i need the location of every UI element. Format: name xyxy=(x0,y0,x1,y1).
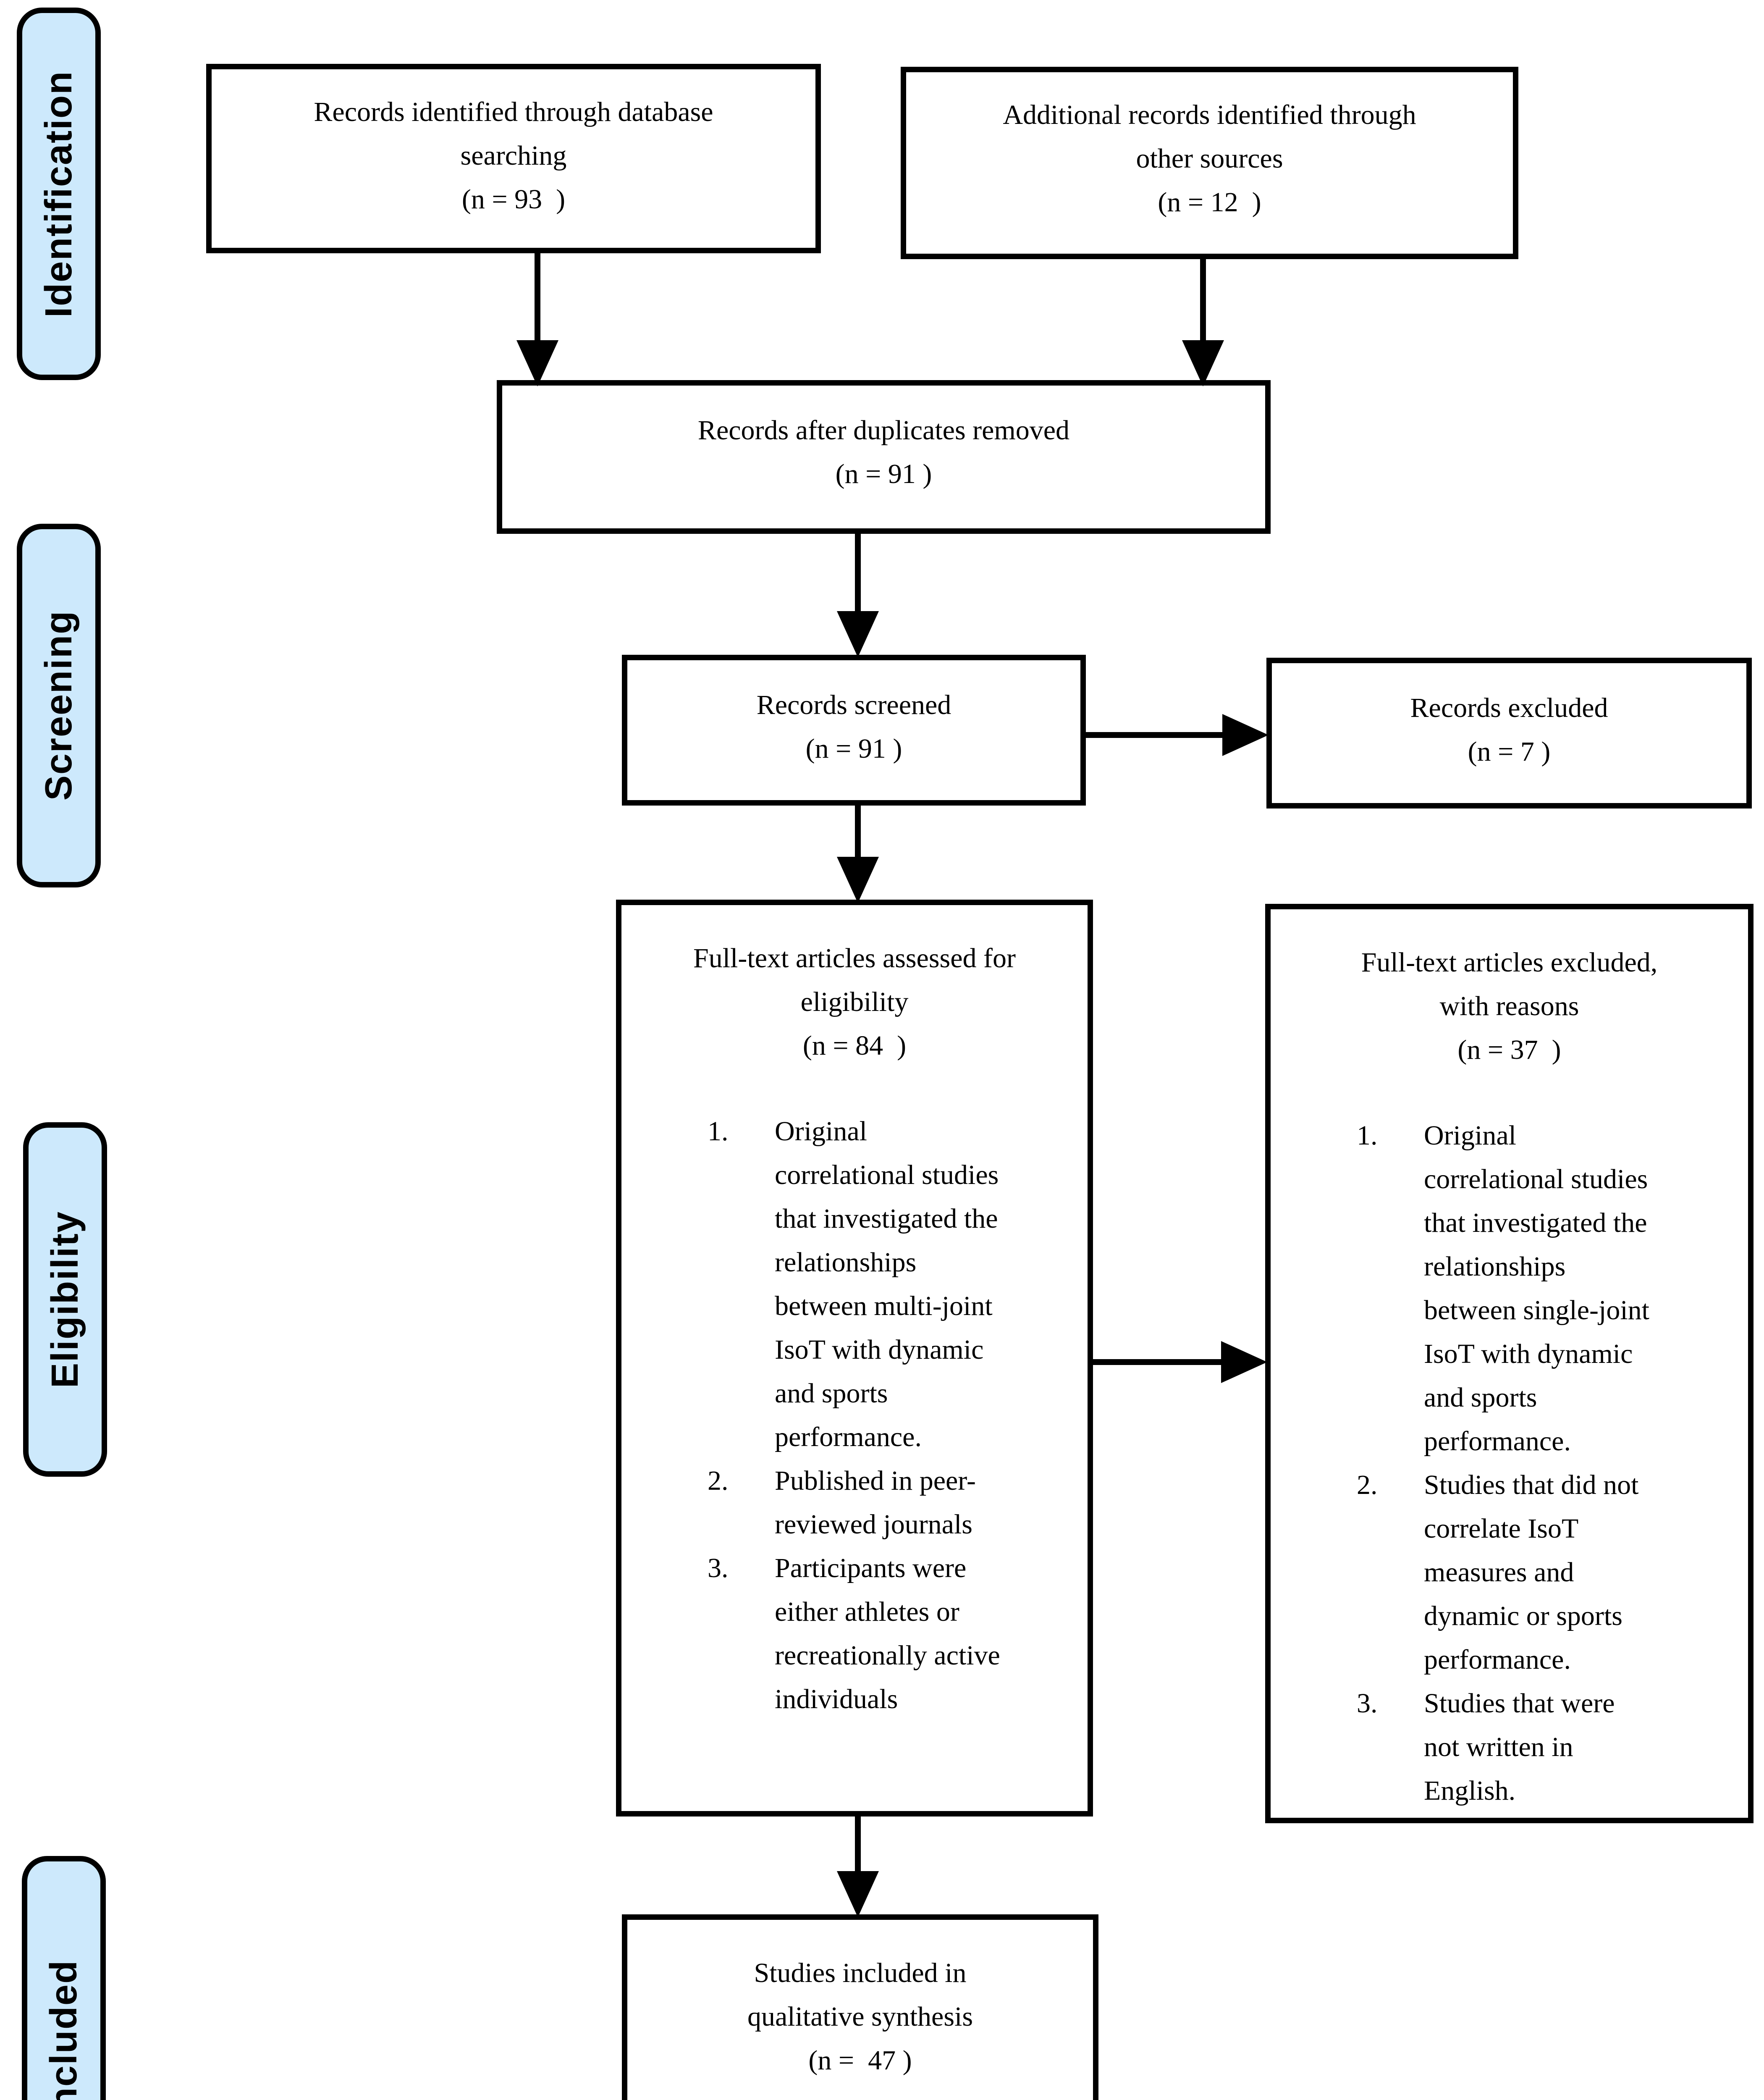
box-fulltext-assessed: Full-text articles assessed for eligibil… xyxy=(616,900,1093,1816)
stage-label-screening: Screening xyxy=(17,524,101,887)
arrow-fulltext-to-excluded-line xyxy=(1093,1359,1221,1365)
stage-label-included: Included xyxy=(22,1856,106,2100)
box-duplicates-removed: Records after duplicates removed (n = 91… xyxy=(497,380,1271,534)
exclusion-reasons-list: 1. Original correlational studies that i… xyxy=(1271,1114,1748,1813)
box-text: Records screened (n = 91 ) xyxy=(756,690,951,764)
box-studies-included: Studies included in qualitative synthesi… xyxy=(622,1914,1098,2100)
box-records-screened: Records screened (n = 91 ) xyxy=(622,655,1086,806)
box-text: Records identified through database sear… xyxy=(314,97,713,215)
arrow-fulltext-to-excluded-head xyxy=(1221,1341,1267,1383)
arrow-screened-to-excluded-line xyxy=(1086,732,1222,738)
box-text: Records after duplicates removed (n = 91… xyxy=(697,415,1070,489)
list-item: 3. Studies that were not written in Engl… xyxy=(1271,1682,1748,1813)
list-item-text: Published in peer- reviewed journals xyxy=(775,1465,976,1540)
list-item-number: 2. xyxy=(708,1465,729,1496)
stage-label-text: Identification xyxy=(37,70,80,318)
box-text: Additional records identified through ot… xyxy=(1003,100,1416,218)
arrow-screened-to-excluded-head xyxy=(1222,714,1269,756)
arrow-identified-to-dedup-head xyxy=(516,340,558,386)
stage-label-identification: Identification xyxy=(17,8,101,380)
list-item-number: 1. xyxy=(1357,1120,1378,1151)
box-text: Studies included in qualitative synthesi… xyxy=(747,1958,973,2076)
list-item: 2. Studies that did not correlate IsoT m… xyxy=(1271,1463,1748,1682)
list-item-text: Studies that did not correlate IsoT meas… xyxy=(1424,1470,1639,1675)
box-header-text: Full-text articles assessed for eligibil… xyxy=(693,943,1016,1061)
list-item-number: 3. xyxy=(1357,1688,1378,1719)
list-item-text: Original correlational studies that inve… xyxy=(775,1116,999,1452)
list-item: 1. Original correlational studies that i… xyxy=(1271,1114,1748,1463)
stage-label-text: Eligibility xyxy=(44,1210,86,1389)
box-text: Records excluded (n = 7 ) xyxy=(1410,693,1608,767)
stage-label-eligibility: Eligibility xyxy=(23,1122,107,1477)
arrow-fulltext-to-included-line xyxy=(855,1816,861,1871)
stage-label-text: Included xyxy=(42,1960,85,2100)
arrow-identified-to-dedup-line xyxy=(535,253,540,340)
list-item-number: 3. xyxy=(708,1553,729,1583)
list-item-text: Participants were either athletes or rec… xyxy=(775,1553,1000,1714)
arrow-dedup-to-screened-head xyxy=(837,611,879,657)
list-item: 3. Participants were either athletes or … xyxy=(621,1546,1088,1721)
arrow-fulltext-to-included-head xyxy=(837,1871,879,1917)
arrow-screened-to-fulltext-line xyxy=(855,806,861,857)
arrow-additional-to-dedup-head xyxy=(1182,340,1224,386)
list-item: 2. Published in peer- reviewed journals xyxy=(621,1459,1088,1546)
box-fulltext-excluded: Full-text articles excluded, with reason… xyxy=(1265,904,1754,1823)
arrow-additional-to-dedup-line xyxy=(1200,259,1206,340)
arrow-screened-to-fulltext-head xyxy=(837,857,879,903)
list-item-text: Original correlational studies that inve… xyxy=(1424,1120,1650,1457)
box-records-excluded: Records excluded (n = 7 ) xyxy=(1266,658,1752,808)
inclusion-criteria-list: 1. Original correlational studies that i… xyxy=(621,1110,1088,1721)
box-additional-records: Additional records identified through ot… xyxy=(901,67,1518,259)
stage-label-text: Screening xyxy=(37,610,80,801)
arrow-dedup-to-screened-line xyxy=(855,534,861,611)
list-item-number: 2. xyxy=(1357,1470,1378,1500)
box-header-text: Full-text articles excluded, with reason… xyxy=(1361,947,1658,1065)
list-item: 1. Original correlational studies that i… xyxy=(621,1110,1088,1459)
list-item-text: Studies that were not written in English… xyxy=(1424,1688,1615,1806)
box-records-identified: Records identified through database sear… xyxy=(206,64,821,253)
list-item-number: 1. xyxy=(708,1116,729,1147)
